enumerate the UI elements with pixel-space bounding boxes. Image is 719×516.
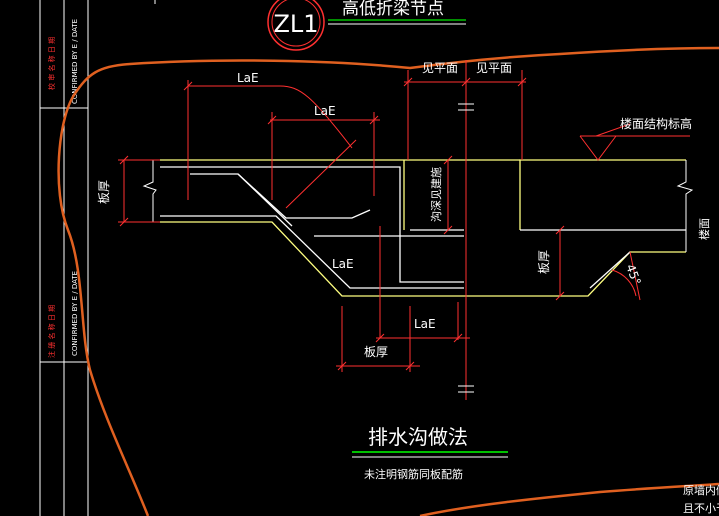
dim-right-edge: 楼面 xyxy=(697,218,711,240)
dim-slab-thick-bottom: 板厚 xyxy=(364,345,388,359)
dim-lae-mid: LaE xyxy=(314,104,336,118)
corner-note-line1: 原墙内侧 xyxy=(683,483,719,497)
break-symbols xyxy=(142,160,694,252)
dim-trench-depth: 沟深见建施 xyxy=(429,167,443,222)
dimension-lines xyxy=(118,60,690,400)
left-frame-strip xyxy=(39,0,89,516)
dim-slab-thick-right: 板厚 xyxy=(537,250,551,274)
dim-lae-bottom: LaE xyxy=(414,317,436,331)
stamp-upper-cn: 校 审 名 称 日 期 xyxy=(47,37,56,90)
detail-heading: 高低折梁节点 xyxy=(342,0,444,19)
caption-title: 排水沟做法 xyxy=(368,425,468,449)
dim-roof-level: 楼面结构标高 xyxy=(620,116,692,131)
dim-lae-lower: LaE xyxy=(332,257,354,271)
dim-see-plan-2: 见平面 xyxy=(476,61,512,75)
dim-angle: 45° xyxy=(623,262,643,287)
corner-note-line2: 且不小于 xyxy=(683,502,719,515)
slab-outline xyxy=(160,159,686,297)
stamp-upper-en: CONFIRMED BY E / DATE xyxy=(71,19,79,104)
boundary-lines xyxy=(57,46,719,516)
caption-note: 未注明钢筋同板配筋 xyxy=(364,467,463,481)
dim-slab-thick-left: 板厚 xyxy=(97,180,111,204)
stamp-lower-cn: 注 册 名 称 日 期 xyxy=(47,305,56,358)
rebar-lines xyxy=(160,166,686,289)
dim-lae-top: LaE xyxy=(237,71,259,85)
dim-see-plan-1: 见平面 xyxy=(422,61,458,75)
stamp-lower-en: CONFIRMED BY E / DATE xyxy=(71,271,79,356)
centerline-marks xyxy=(458,103,474,393)
frame-top-lines xyxy=(87,0,156,4)
detail-badge-label: ZL1 xyxy=(273,10,318,38)
detail-badge xyxy=(267,0,325,51)
